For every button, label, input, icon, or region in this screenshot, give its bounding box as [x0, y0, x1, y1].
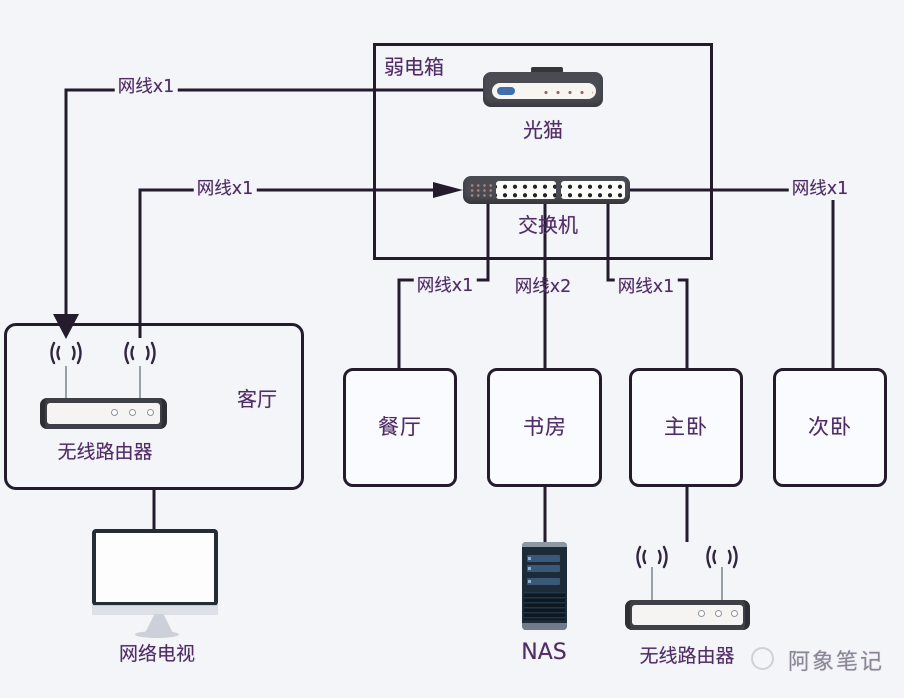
nas-bottom-bar — [522, 623, 567, 630]
modem-indicator-dots — [538, 87, 593, 96]
router-antenna — [721, 567, 723, 602]
wifi-signal-icon — [124, 341, 156, 365]
router-led — [129, 409, 136, 416]
wifi-signal-icon — [706, 545, 738, 569]
watermark-text: 阿象笔记 — [788, 650, 885, 675]
cable-label-switch-to-dining: 网线x1 — [413, 276, 477, 298]
room-label-second-bedroom: 次卧 — [808, 415, 852, 439]
room-box-second-bedroom — [773, 368, 887, 487]
switch-port-bank-1 — [496, 181, 556, 199]
tv-label: 网络电视 — [118, 643, 196, 665]
wifi-signal-icon — [50, 341, 82, 365]
room-label-master-bedroom: 主卧 — [664, 415, 708, 439]
living-router-icon — [40, 398, 167, 429]
tv-base — [135, 631, 179, 638]
living-room-label: 客厅 — [237, 387, 277, 411]
room-box-study — [487, 368, 602, 487]
tv-bottom-bar — [92, 605, 218, 615]
tv-icon — [92, 529, 218, 606]
router-led — [147, 409, 154, 416]
cable-label-switch-to-study: 网线x2 — [514, 277, 572, 297]
wifi-signal-icon — [636, 545, 668, 569]
modem-led — [497, 87, 515, 95]
router-led — [111, 409, 118, 416]
weak-current-box-label: 弱电箱 — [384, 55, 444, 79]
router-led — [715, 610, 722, 617]
bedroom-router-label: 无线路由器 — [639, 645, 735, 667]
living-router-label: 无线路由器 — [57, 441, 153, 463]
modem-tab — [531, 67, 563, 75]
cable-label-living-room-to-switch: 网线x1 — [193, 179, 257, 201]
room-label-dining: 餐厅 — [378, 415, 422, 439]
room-box-master-bedroom — [629, 368, 743, 487]
router-antenna — [65, 366, 67, 400]
modem-label: 光猫 — [523, 118, 563, 142]
bedroom-router-icon — [625, 600, 750, 630]
switch-label: 交换机 — [518, 213, 578, 237]
nas-drive-bay — [527, 578, 560, 585]
router-antenna — [651, 567, 653, 602]
room-box-dining — [343, 368, 457, 487]
nas-drive-bay — [527, 555, 560, 562]
watermark-logo-icon — [751, 647, 774, 670]
router-led — [731, 610, 738, 617]
router-panel — [632, 605, 743, 625]
cable-label-modem-to-living-room: 网线x1 — [114, 77, 178, 99]
cable-label-switch-to-second-bedroom: 网线x1 — [788, 179, 852, 201]
router-antenna — [139, 366, 141, 400]
router-panel — [47, 403, 160, 424]
switch-vent-grid — [468, 183, 493, 198]
switch-port-bank-2 — [561, 181, 625, 199]
room-label-study: 书房 — [523, 415, 567, 439]
router-led — [698, 610, 705, 617]
nas-drive-bay — [527, 565, 560, 572]
nas-label: NAS — [521, 640, 567, 665]
cable-label-switch-to-master: 网线x1 — [614, 277, 678, 299]
nas-vent-area — [524, 592, 565, 620]
nas-top-bar — [522, 542, 567, 547]
nas-icon — [522, 542, 567, 630]
